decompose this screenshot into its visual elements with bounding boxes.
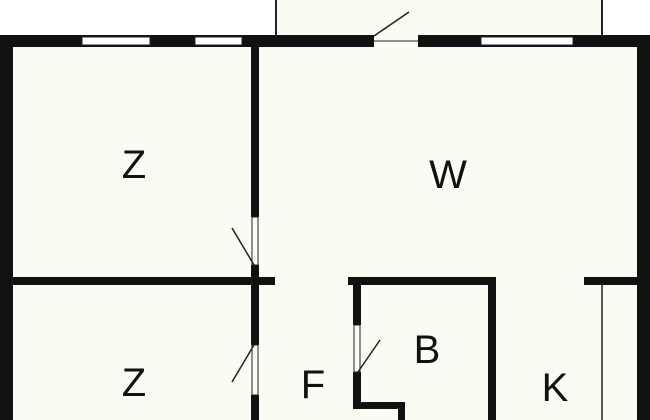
left-wall — [0, 35, 13, 420]
interior-walls — [13, 42, 640, 420]
wall-horizontal-left — [13, 277, 275, 285]
door-swing-top-left — [231, 227, 255, 266]
kitchen-stub-wall — [584, 277, 640, 285]
bath-left-wall-lower — [353, 372, 361, 407]
door-frame-bath — [353, 324, 361, 373]
room-label-bath: B — [414, 328, 441, 372]
bath-step-wall-down — [398, 402, 405, 420]
room-label-bottom-left: Z — [122, 361, 146, 405]
wall-vertical-mid — [251, 265, 259, 345]
apartment-floor — [6, 42, 644, 420]
balcony-railing — [275, 0, 603, 36]
balcony-door-swing — [373, 11, 410, 37]
door-frame-bottom-left — [251, 344, 259, 396]
window-3 — [480, 36, 574, 46]
window-1 — [81, 36, 151, 46]
door-frame-top-left — [251, 216, 259, 266]
doors — [231, 216, 381, 396]
window-2 — [194, 36, 243, 46]
room-label-living: W — [429, 153, 467, 197]
room-label-kitchen: K — [542, 366, 569, 410]
wall-vertical-upper — [251, 42, 259, 217]
windows — [81, 36, 574, 46]
right-wall — [637, 35, 650, 420]
bath-left-wall-upper — [353, 277, 361, 325]
wall-vertical-bottom — [251, 395, 259, 420]
bath-top-wall — [348, 277, 496, 285]
bath-step-wall — [353, 402, 405, 409]
bath-right-wall — [488, 277, 496, 420]
room-label-top-left: Z — [122, 143, 146, 187]
balcony-floor — [276, 0, 602, 36]
door-swing-bath — [357, 339, 381, 373]
door-swing-bottom-left — [231, 344, 255, 383]
room-label-hall: F — [301, 363, 325, 407]
